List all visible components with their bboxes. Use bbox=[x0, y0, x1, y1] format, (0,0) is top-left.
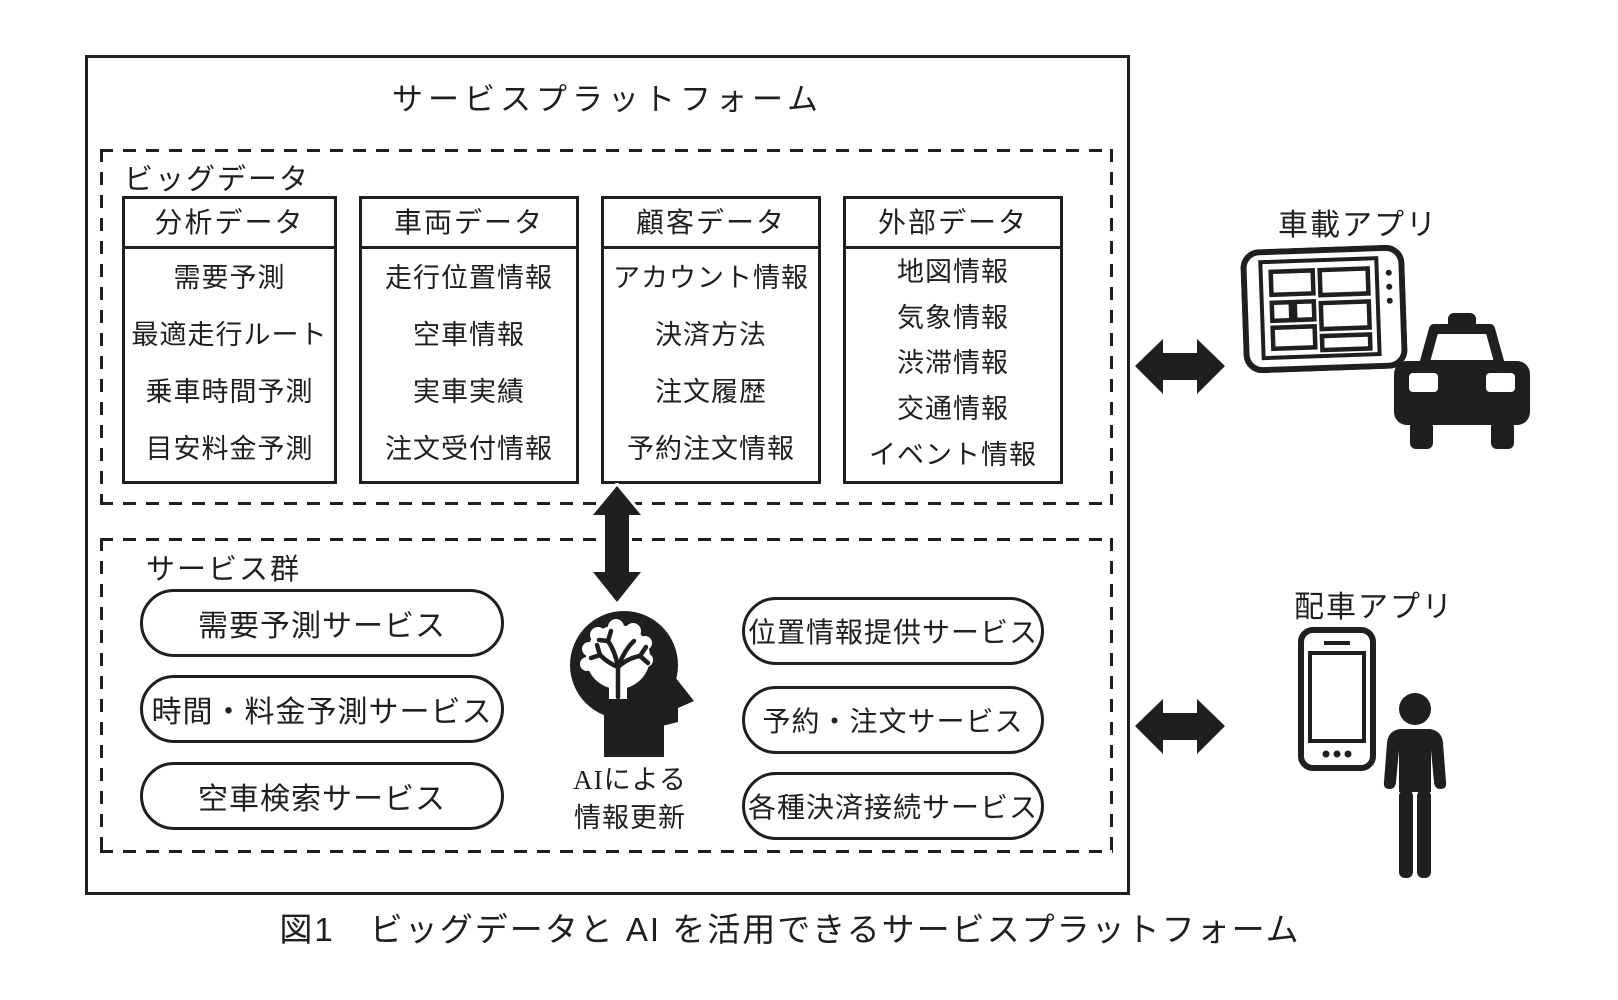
column-header: 分析データ bbox=[125, 199, 334, 249]
customer-data-column: 顧客データ アカウント情報 決済方法 注文履歴 予約注文情報 bbox=[601, 196, 821, 484]
column-body: 需要予測 最適走行ルート 乗車時間予測 目安料金予測 bbox=[125, 249, 334, 478]
column-body: 走行位置情報 空車情報 実車実績 注文受付情報 bbox=[362, 249, 576, 478]
data-item: 予約注文情報 bbox=[627, 434, 795, 465]
ai-note: AIによる 情報更新 bbox=[545, 761, 715, 837]
leftright-arrow-icon bbox=[1135, 339, 1225, 394]
data-item: アカウント情報 bbox=[613, 262, 809, 293]
smartphone-icon bbox=[1298, 627, 1376, 771]
service-pill-reserve-order: 予約・注文サービス bbox=[742, 686, 1044, 754]
data-item: 需要予測 bbox=[173, 262, 286, 293]
analysis-data-column: 分析データ 需要予測 最適走行ルート 乗車時間予測 目安料金予測 bbox=[122, 196, 337, 484]
data-item: 最適走行ルート bbox=[131, 319, 328, 350]
dispatch-app-label: 配車アプリ bbox=[1294, 591, 1454, 624]
column-body: アカウント情報 決済方法 注文履歴 予約注文情報 bbox=[604, 249, 818, 478]
ai-brain-head-icon bbox=[570, 611, 694, 757]
data-item: 気象情報 bbox=[897, 302, 1009, 333]
ai-note-line1: AIによる bbox=[573, 765, 687, 795]
figure-caption: 図1 ビッグデータと AI を活用できるサービスプラットフォーム bbox=[279, 911, 1301, 948]
data-item: 注文受付情報 bbox=[385, 434, 553, 465]
service-platform-box bbox=[85, 55, 1130, 895]
data-item: 空車情報 bbox=[413, 319, 525, 350]
data-item: 決済方法 bbox=[655, 319, 767, 350]
taxi-icon bbox=[1394, 313, 1530, 449]
data-item: 乗車時間予測 bbox=[145, 377, 314, 408]
ai-note-line2: 情報更新 bbox=[574, 803, 686, 833]
column-body: 地図情報 気象情報 渋滞情報 交通情報 イベント情報 bbox=[846, 249, 1060, 478]
data-item: 地図情報 bbox=[897, 256, 1009, 287]
vehicle-data-column: 車両データ 走行位置情報 空車情報 実車実績 注文受付情報 bbox=[359, 196, 579, 484]
service-pill-location-provide: 位置情報提供サービス bbox=[742, 597, 1044, 665]
services-label: サービス群 bbox=[146, 554, 302, 586]
service-pill-payment-connect: 各種決済接続サービス bbox=[742, 772, 1044, 840]
data-item: イベント情報 bbox=[869, 440, 1037, 471]
tablet-device-icon bbox=[1240, 244, 1408, 374]
service-pill-demand-forecast: 需要予測サービス bbox=[140, 589, 504, 657]
leftright-arrow-icon bbox=[1135, 699, 1225, 754]
data-item: 走行位置情報 bbox=[385, 262, 553, 293]
data-item: 目安料金予測 bbox=[145, 434, 314, 465]
data-item: 渋滞情報 bbox=[897, 348, 1009, 379]
data-item: 交通情報 bbox=[897, 394, 1009, 425]
platform-title: サービスプラットフォーム bbox=[391, 82, 824, 117]
column-header: 車両データ bbox=[362, 199, 576, 249]
service-pill-time-fare-forecast: 時間・料金予測サービス bbox=[140, 675, 504, 743]
data-item: 注文履歴 bbox=[655, 377, 767, 408]
bigdata-label: ビッグデータ bbox=[124, 164, 311, 196]
updown-arrow-icon bbox=[588, 483, 646, 605]
vehicle-app-label: 車載アプリ bbox=[1278, 209, 1438, 242]
column-header: 顧客データ bbox=[604, 199, 818, 249]
data-item: 実車実績 bbox=[413, 377, 525, 408]
bigdata-columns: 分析データ 需要予測 最適走行ルート 乗車時間予測 目安料金予測 車両データ 走… bbox=[122, 196, 1063, 484]
person-icon bbox=[1383, 693, 1447, 878]
service-pill-vacant-search: 空車検索サービス bbox=[140, 762, 504, 830]
external-data-column: 外部データ 地図情報 気象情報 渋滞情報 交通情報 イベント情報 bbox=[843, 196, 1063, 484]
column-header: 外部データ bbox=[846, 199, 1060, 249]
